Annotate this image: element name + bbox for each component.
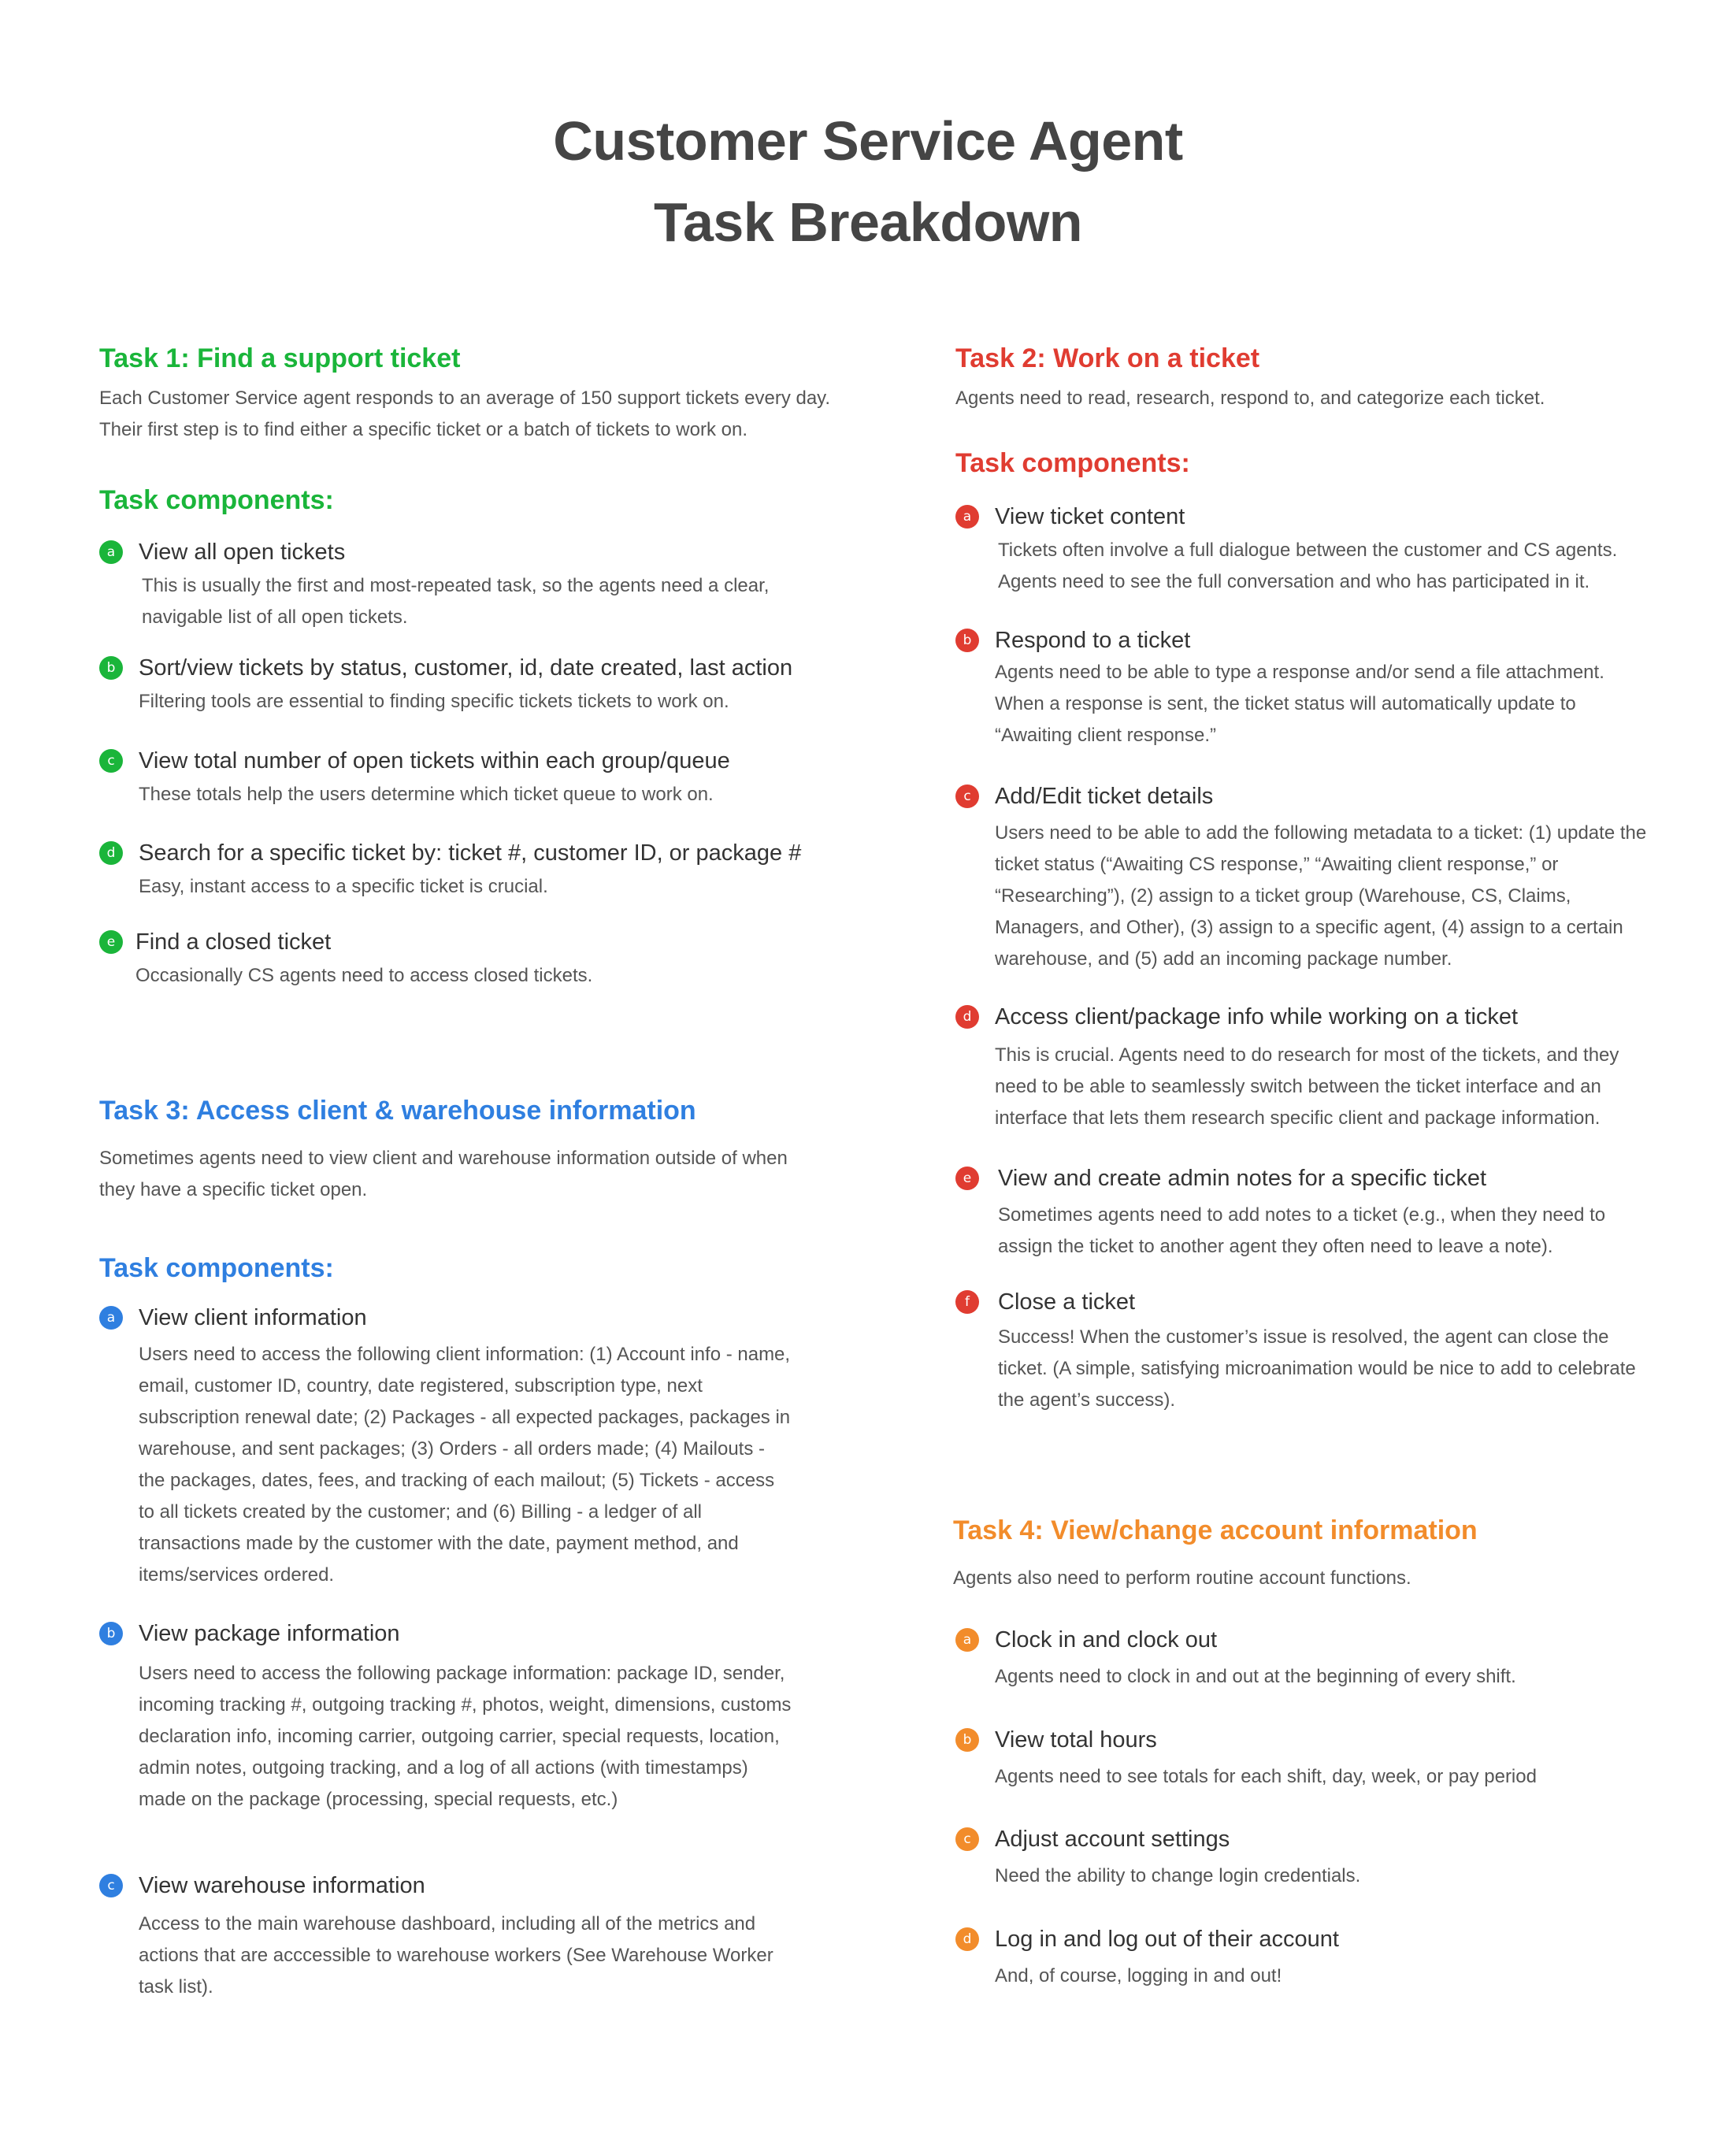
task3-item-a: a View client information Users need to … xyxy=(99,1303,792,1591)
item-description: Success! When the customer’s issue is re… xyxy=(998,1326,1636,1411)
task3-components-heading-wrap: Task components: xyxy=(99,1252,334,1285)
badge-c: c xyxy=(955,1827,979,1851)
badge-a: a xyxy=(955,505,979,529)
item-title: View package information xyxy=(139,1621,400,1646)
task2-header: Task 2: Work on a ticket Agents need to … xyxy=(955,342,1664,414)
badge-b: b xyxy=(955,629,979,652)
badge-e: e xyxy=(99,930,123,954)
item-description: Sometimes agents need to add notes to a … xyxy=(998,1204,1606,1257)
item-description: Access to the main warehouse dashboard, … xyxy=(139,1913,773,1997)
item-description: Agents need to clock in and out at the b… xyxy=(995,1666,1516,1687)
task4-description: Agents also need to perform routine acco… xyxy=(953,1567,1411,1589)
task3-header: Task 3: Access client & warehouse inform… xyxy=(99,1094,808,1206)
task4-item-d: d Log in and log out of their account An… xyxy=(955,1924,1649,1992)
page-title: Customer Service Agent Task Breakdown xyxy=(0,101,1736,263)
item-title: View warehouse information xyxy=(139,1873,425,1898)
item-description: This is crucial. Agents need to do resea… xyxy=(995,1044,1619,1129)
task4-item-c: c Adjust account settings Need the abili… xyxy=(955,1824,1649,1892)
badge-d: d xyxy=(955,1927,979,1951)
task4-header: Task 4: View/change account information … xyxy=(953,1514,1662,1594)
task1-item-c: c View total number of open tickets with… xyxy=(99,746,840,810)
item-description: Occasionally CS agents need to access cl… xyxy=(135,965,593,986)
task2-item-f: f Close a ticket Success! When the custo… xyxy=(955,1287,1649,1416)
badge-d: d xyxy=(955,1005,979,1029)
item-description: And, of course, logging in and out! xyxy=(995,1965,1282,1986)
badge-b: b xyxy=(99,656,123,680)
item-description: Agents need to see totals for each shift… xyxy=(995,1766,1537,1787)
badge-b: b xyxy=(99,1622,123,1645)
task1-components-heading-wrap: Task components: xyxy=(99,484,334,517)
task2-components-heading: Task components: xyxy=(955,448,1190,478)
item-description: Tickets often involve a full dialogue be… xyxy=(998,540,1618,592)
task2-item-b: b Respond to a ticket Agents need to be … xyxy=(955,625,1649,751)
item-description: Filtering tools are essential to finding… xyxy=(139,691,729,712)
task1-item-b: b Sort/view tickets by status, customer,… xyxy=(99,653,840,718)
item-title: Access client/package info while working… xyxy=(995,1004,1519,1029)
task1-item-d: d Search for a specific ticket by: ticke… xyxy=(99,838,840,903)
item-description: Need the ability to change login credent… xyxy=(995,1865,1361,1886)
item-title: View and create admin notes for a specif… xyxy=(998,1166,1487,1191)
task4-title: Task 4: View/change account information xyxy=(953,1515,1478,1545)
task1-components-heading: Task components: xyxy=(99,485,334,515)
item-description: Users need to be able to add the followi… xyxy=(995,822,1647,970)
badge-a: a xyxy=(955,1628,979,1652)
task1-item-a: a View all open tickets This is usually … xyxy=(99,537,824,633)
task2-description: Agents need to read, research, respond t… xyxy=(955,388,1545,409)
task2-item-d: d Access client/package info while worki… xyxy=(955,1002,1649,1134)
task1-description: Each Customer Service agent responds to … xyxy=(99,388,831,440)
task2-item-c: c Add/Edit ticket details Users need to … xyxy=(955,781,1649,975)
badge-b: b xyxy=(955,1728,979,1752)
item-description: This is usually the first and most-repea… xyxy=(142,575,770,628)
item-title: View client information xyxy=(139,1305,367,1330)
item-title: Log in and log out of their account xyxy=(995,1927,1339,1952)
task4-item-b: b View total hours Agents need to see to… xyxy=(955,1725,1649,1793)
page-title-line-1: Customer Service Agent xyxy=(553,110,1183,172)
item-description: Agents need to be able to type a respons… xyxy=(995,662,1604,746)
item-title: Close a ticket xyxy=(998,1289,1136,1315)
task3-components-heading: Task components: xyxy=(99,1253,334,1283)
task1-title: Task 1: Find a support ticket xyxy=(99,343,461,373)
badge-a: a xyxy=(99,540,123,564)
item-title: Sort/view tickets by status, customer, i… xyxy=(139,655,793,681)
task2-title: Task 2: Work on a ticket xyxy=(955,343,1260,373)
task3-item-c: c View warehouse information Access to t… xyxy=(99,1871,777,2003)
item-title: Clock in and clock out xyxy=(995,1627,1218,1653)
item-description: These totals help the users determine wh… xyxy=(139,784,714,805)
task1-item-e: e Find a closed ticket Occasionally CS a… xyxy=(99,927,840,992)
item-title: Respond to a ticket xyxy=(995,628,1191,653)
item-title: Add/Edit ticket details xyxy=(995,784,1214,809)
badge-d: d xyxy=(99,841,123,865)
task3-item-b: b View package information Users need to… xyxy=(99,1619,792,1816)
badge-c: c xyxy=(955,785,979,808)
item-title: View total number of open tickets within… xyxy=(139,748,730,773)
item-title: View total hours xyxy=(995,1727,1157,1753)
badge-f: f xyxy=(955,1290,979,1314)
item-description: Users need to access the following packa… xyxy=(139,1663,792,1810)
badge-e: e xyxy=(955,1167,979,1190)
item-description: Easy, instant access to a specific ticke… xyxy=(139,876,548,897)
badge-a: a xyxy=(99,1306,123,1330)
task3-description: Sometimes agents need to view client and… xyxy=(99,1148,788,1200)
badge-c: c xyxy=(99,749,123,773)
badge-c: c xyxy=(99,1874,123,1897)
page-title-line-2: Task Breakdown xyxy=(653,191,1083,253)
task1-header: Task 1: Find a support ticket Each Custo… xyxy=(99,342,832,446)
item-title: Find a closed ticket xyxy=(135,929,332,955)
item-title: Search for a specific ticket by: ticket … xyxy=(139,840,802,866)
task3-title: Task 3: Access client & warehouse inform… xyxy=(99,1096,696,1126)
task2-components-heading-wrap: Task components: xyxy=(955,447,1190,480)
item-title: View all open tickets xyxy=(139,540,346,565)
task2-item-e: e View and create admin notes for a spec… xyxy=(955,1163,1649,1263)
item-title: View ticket content xyxy=(995,504,1185,529)
item-title: Adjust account settings xyxy=(995,1827,1230,1852)
task4-item-a: a Clock in and clock out Agents need to … xyxy=(955,1625,1649,1693)
item-description: Users need to access the following clien… xyxy=(139,1344,791,1586)
task2-item-a: a View ticket content Tickets often invo… xyxy=(955,502,1649,598)
